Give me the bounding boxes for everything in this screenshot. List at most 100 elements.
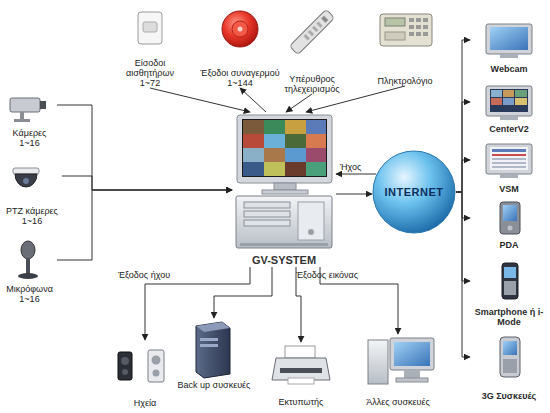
centerv2-monitor-icon-part: [515, 98, 527, 105]
pir-sensor-icon: [138, 12, 162, 44]
centerv2-monitor-icon-part: [503, 98, 514, 105]
dvr-monitor-icon-part: [274, 183, 296, 190]
backup-server-icon-part: [196, 322, 230, 378]
connector-line: [286, 94, 312, 112]
node-label: CenterV2: [489, 124, 529, 134]
camera-icon-part: [10, 98, 40, 112]
node-label: GV-SYSTEM: [252, 254, 316, 267]
keypad-icon-part: [423, 32, 428, 36]
camera-icon-part: [40, 101, 46, 109]
connector-line: [336, 194, 372, 195]
centerv2-monitor-icon-part: [503, 90, 514, 97]
pda-icon-part: [508, 226, 513, 231]
centerv2-monitor-icon-part: [491, 90, 502, 97]
speakers-icon-part: [148, 350, 164, 382]
keypad-icon-part: [416, 32, 421, 36]
node-label: Άλλες συσκευές: [366, 397, 430, 407]
webcam-monitor-icon: [486, 24, 532, 58]
node-label: Έξοδοι συναγερμού: [200, 68, 279, 78]
connector-line: [456, 102, 470, 192]
printer-icon-part: [280, 368, 322, 373]
vsm-monitor-icon-part: [492, 154, 526, 156]
other-devices-node: Άλλες συσκευές: [352, 334, 444, 407]
connector-line: [214, 267, 272, 318]
webcam-node: Webcam: [470, 22, 548, 74]
dvr-monitor-icon-part: [306, 162, 326, 176]
dvr-monitor-icon-part: [285, 148, 306, 162]
speakers-icon-part: [118, 352, 132, 380]
vsm-node: VSM: [470, 142, 548, 194]
pir-sensor-icon-part: [138, 12, 162, 44]
alarm-bell-icon: [222, 11, 258, 47]
backup-server-icon-part: [200, 338, 218, 341]
alarm-bell-icon-part: [222, 11, 258, 47]
connector-line: [240, 88, 266, 112]
edge-label: Έξοδος ήχου: [118, 270, 170, 280]
dvr-monitor-icon-part: [243, 148, 264, 162]
dvr-monitor-icon-part: [306, 134, 326, 148]
dvr-monitor-icon-part: [285, 120, 306, 134]
backup-server-icon-part: [196, 322, 230, 332]
keypad-icon-part: [423, 25, 428, 29]
dvr-tower-icon-part: [236, 196, 332, 248]
dvr-tower-icon-part: [240, 243, 328, 246]
3g-phone-icon: [500, 337, 520, 377]
dvr-tower-icon-part: [244, 202, 290, 208]
keypad-icon-part: [385, 32, 405, 40]
backup-server-icon-part: [200, 344, 218, 347]
ptz-camera-icon: [13, 168, 39, 187]
microphone-icon-part: [26, 258, 30, 274]
node-label: PDA: [499, 240, 518, 250]
vsm-monitor-icon-part: [486, 144, 532, 174]
dvr-tower-icon: [236, 196, 332, 248]
webcam-monitor-icon-part: [486, 24, 532, 54]
other-devices-icon-part: [396, 378, 428, 382]
node-label: 1~16: [22, 216, 42, 226]
remote-control-node: Υπέρυθρος τηλεχειρισμός: [278, 8, 346, 94]
other-devices-icon-part: [404, 370, 420, 378]
dvr-monitor-icon-part: [264, 162, 285, 176]
backup-device-node: Back up συσκευές: [176, 318, 252, 390]
connector-line: [456, 192, 470, 281]
microphone-icon: [18, 241, 38, 279]
backup-server-icon: [196, 322, 230, 378]
node-label: Back up συσκευές: [178, 380, 251, 390]
remote-control-icon-part: [321, 16, 328, 23]
edge-label: Ήχος: [340, 162, 361, 172]
dvr-monitor-icon-part: [243, 134, 264, 148]
centerv2-monitor-icon-part: [491, 98, 502, 105]
dvr-monitor-icon-part: [264, 148, 285, 162]
keypad-icon-part: [416, 18, 421, 22]
dvr-monitor-icon-part: [262, 190, 308, 194]
node-label: Υπέρυθρος τηλεχειρισμός: [278, 74, 346, 94]
ptz-camera-icon-part: [23, 178, 29, 184]
remote-control-icon: [289, 9, 334, 54]
connector-line: [456, 192, 470, 218]
other-devices-icon-part: [368, 340, 388, 384]
node-label: 1~16: [19, 138, 39, 148]
centerv2-monitor-icon-part: [515, 90, 527, 97]
printer-icon-part: [285, 346, 315, 358]
speakers-icon-part: [152, 356, 161, 365]
centerv2-monitor-icon-part: [486, 86, 532, 116]
centerv2-monitor-icon-part: [490, 89, 528, 112]
keypad-icon-part: [409, 25, 414, 29]
smartphone-icon-part: [504, 267, 516, 278]
vsm-monitor-icon-part: [492, 149, 526, 152]
dvr-monitor-icon-part: [285, 134, 306, 148]
dvr-tower-icon-part: [298, 202, 324, 240]
microphone-node: Μικρόφωνα1~16: [2, 238, 57, 304]
dvr-monitor-icon-part: [306, 148, 326, 162]
alarm-bell-icon-part: [232, 21, 248, 37]
camera-icon: [10, 98, 46, 122]
vsm-monitor-icon-part: [490, 147, 528, 170]
speakers-icon-part: [121, 357, 129, 365]
remote-control-icon-part: [316, 21, 322, 27]
3g-phone-icon-part: [503, 341, 517, 355]
node-label: Εκτυπωτής: [279, 397, 324, 407]
centerv2-node: CenterV2: [470, 84, 548, 134]
node-label: 1~72: [140, 78, 160, 88]
other-devices-icon-part: [394, 342, 430, 366]
